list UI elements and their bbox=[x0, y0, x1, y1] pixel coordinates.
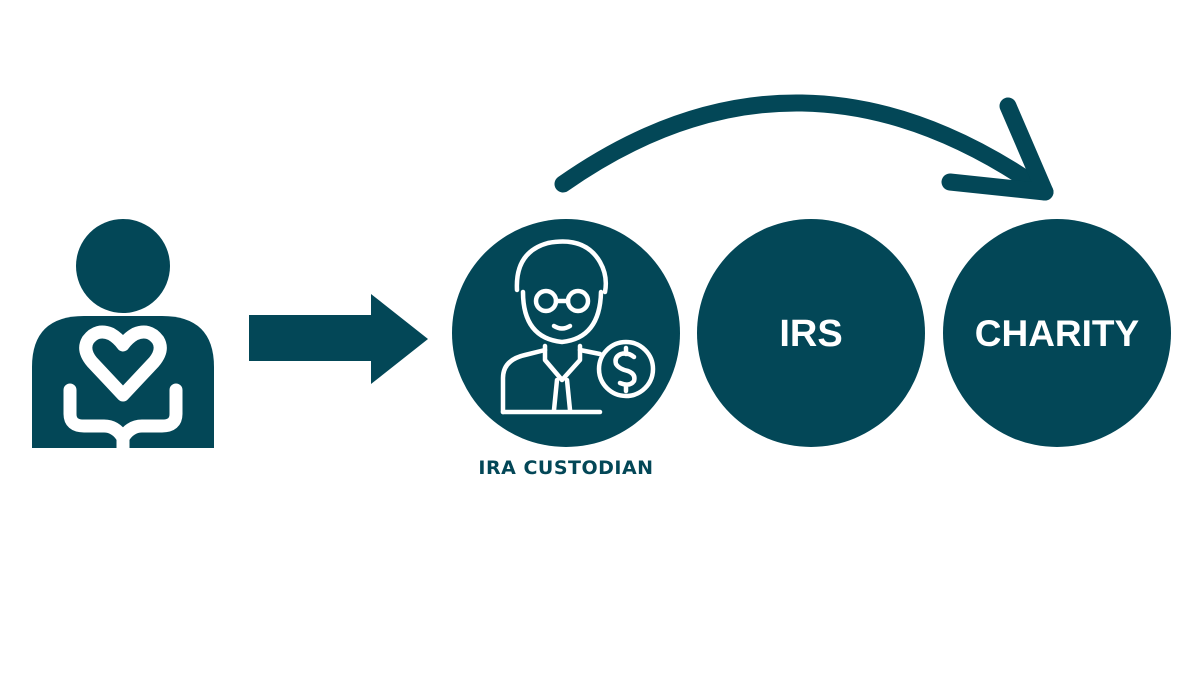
curved-arrow-arc bbox=[554, 94, 1054, 201]
right-hand-icon bbox=[116, 383, 183, 457]
advisor-tie bbox=[551, 377, 573, 413]
dollar-coin bbox=[596, 339, 656, 399]
heart-icon bbox=[79, 325, 167, 402]
donor-heart-hands-icon bbox=[32, 219, 214, 457]
advisor-face bbox=[520, 289, 604, 345]
curved-arrow-head bbox=[941, 97, 1054, 201]
custodian-node bbox=[452, 219, 680, 447]
irs-circle bbox=[697, 219, 925, 447]
advisor-collar bbox=[542, 343, 583, 383]
advisor-hair bbox=[514, 239, 609, 295]
charity-node: CHARITY bbox=[943, 219, 1171, 447]
dollar-sign bbox=[613, 345, 637, 394]
straight-arrow-icon bbox=[249, 294, 428, 384]
custodian-caption: IRA CUSTODIAN bbox=[478, 457, 653, 479]
charity-label: CHARITY bbox=[975, 313, 1140, 354]
advisor-body bbox=[500, 347, 603, 415]
advisor-dollar-icon bbox=[500, 239, 656, 415]
curved-arrow-icon bbox=[554, 94, 1054, 201]
donor-head bbox=[76, 219, 170, 313]
irs-label: IRS bbox=[779, 313, 842, 355]
advisor-smile bbox=[551, 323, 573, 331]
charity-circle bbox=[943, 219, 1171, 447]
irs-node: IRS bbox=[697, 219, 925, 447]
custodian-circle bbox=[452, 219, 680, 447]
donor-body bbox=[32, 316, 214, 448]
